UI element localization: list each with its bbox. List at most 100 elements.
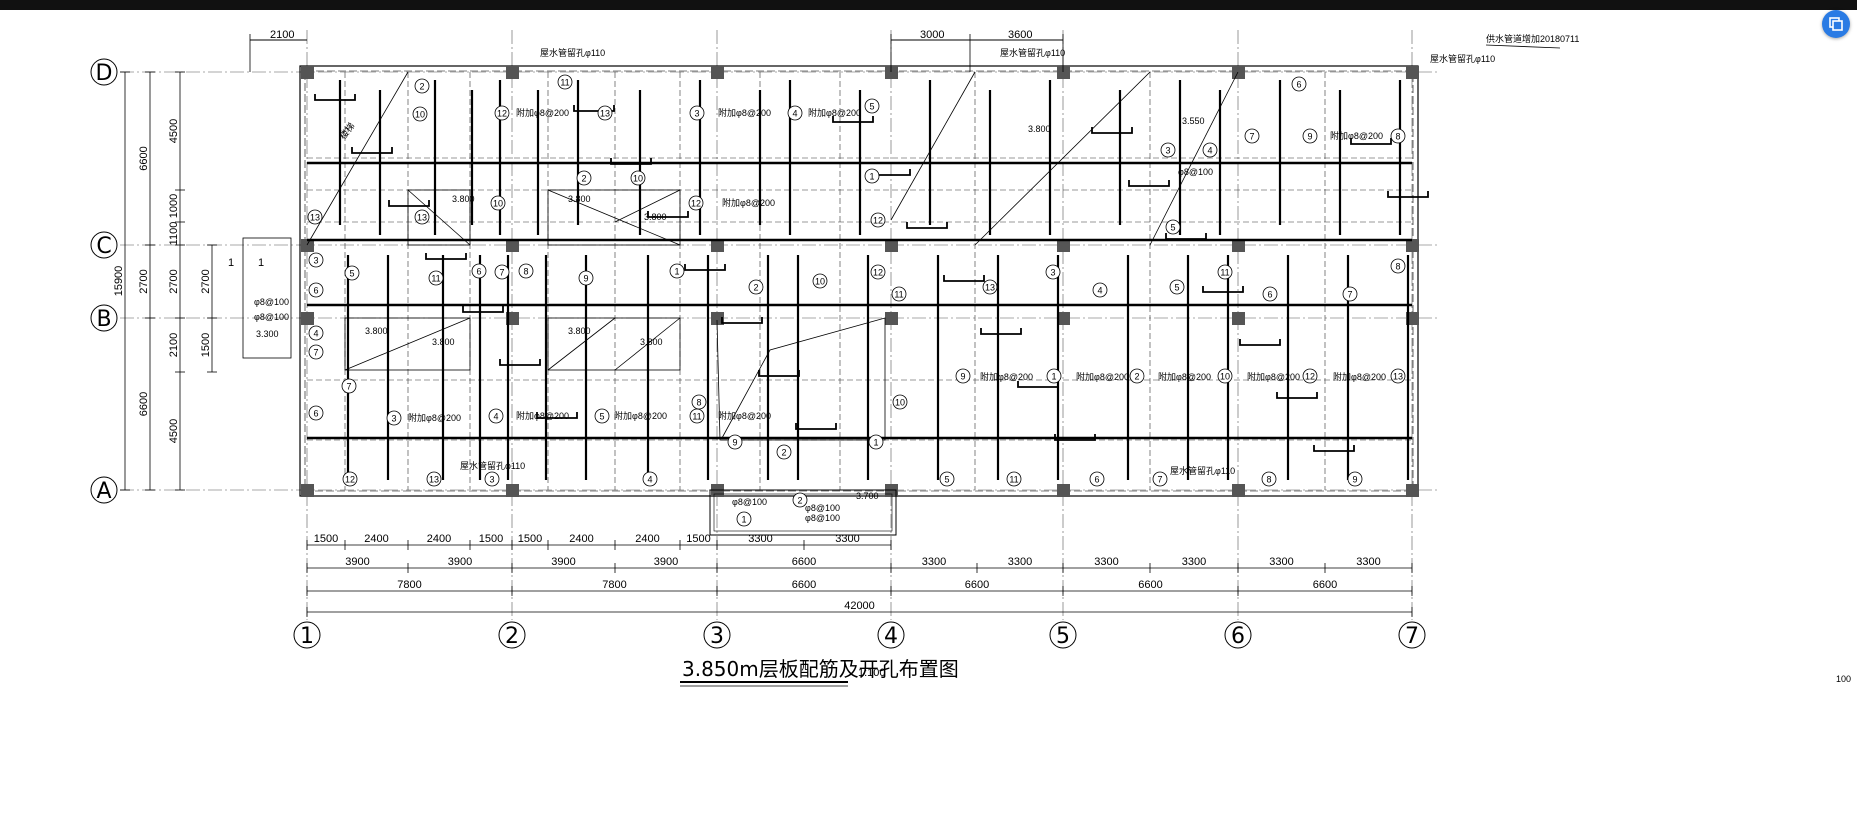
pipe-note-1: 屋水管留孔φ110: [540, 47, 605, 58]
bar-mark-circle: [428, 270, 444, 286]
rebar-hook: [1239, 339, 1281, 346]
dim-left-inner-label: 1100: [168, 222, 180, 246]
dim-left-stair-label: 1500: [200, 333, 212, 357]
bar-mark-circle: [490, 195, 506, 211]
reinforcement-label: 附加φ8@200: [1333, 371, 1386, 382]
pipe-note-4: 屋水管留孔φ110: [460, 460, 525, 471]
bar-mark-circle: [308, 252, 324, 268]
bar-mark-number: 10: [815, 277, 825, 287]
opening-rect: [407, 189, 471, 246]
rebar-hook: [943, 275, 985, 282]
bar-mark-circle: [1390, 128, 1406, 144]
dim-left-inner-label: 2100: [168, 333, 180, 357]
rebar-hook: [314, 94, 356, 101]
top-dim-2: 3000: [920, 29, 944, 41]
bar-mark-number: 3: [694, 109, 699, 119]
dim-left-inner-label: 2700: [168, 269, 180, 293]
dim-row-total-label: 42000: [844, 600, 875, 612]
row-bubble-label: C: [96, 234, 111, 259]
bar-mark-number: 12: [345, 475, 355, 485]
column: [1232, 484, 1245, 497]
dim-row-2-label: 3300: [1094, 556, 1118, 568]
bar-mark-number: 11: [1009, 475, 1018, 485]
row-bubble-label: B: [96, 307, 111, 332]
revision-note: 供水管道增加20180711: [1486, 33, 1579, 44]
bar-mark-circle: [597, 105, 613, 121]
bar-mark-number: 4: [647, 475, 652, 485]
bar-mark-number: 1: [741, 515, 746, 525]
section-mark: 1: [228, 257, 234, 269]
opening-diagonal: [547, 189, 681, 246]
elev-mark: 3.550: [1182, 116, 1205, 126]
bar-mark-number: 1: [1051, 372, 1056, 382]
bar-mark-circle: [955, 368, 971, 384]
bar-mark-number: 2: [581, 174, 586, 184]
column: [1057, 66, 1070, 79]
elev-mark: 3.800: [365, 326, 388, 336]
dim-row-3-label: 7800: [602, 579, 626, 591]
column-bubble-label: 3: [710, 624, 724, 649]
rebar-hook: [1054, 434, 1096, 441]
bar-mark-number: 7: [1347, 290, 1352, 300]
bar-mark-number: 13: [600, 109, 610, 119]
dim-row-1-label: 1500: [686, 533, 710, 545]
rebar-hook: [832, 116, 874, 123]
bar-mark-circle: [471, 263, 487, 279]
bar-mark-number: 1: [869, 172, 874, 182]
dim-row-2-label: 3300: [1356, 556, 1380, 568]
bar-mark-number: 9: [732, 438, 737, 448]
rebar-hook: [499, 359, 541, 366]
elev-mark: 3.800: [568, 194, 591, 204]
bar-mark-number: 8: [1395, 132, 1400, 142]
bar-mark-number: 6: [313, 409, 318, 419]
opening-diagonal: [974, 71, 1151, 246]
column: [711, 239, 724, 252]
bar-mark-circle: [488, 408, 504, 424]
elev-mark: 3.800: [640, 337, 663, 347]
bar-mark-circle: [341, 378, 357, 394]
row-bubble: [90, 304, 118, 332]
rebar-hook: [1165, 233, 1207, 240]
reinforcement-label: 附加φ8@200: [1158, 371, 1211, 382]
bar-mark-number: 9: [1307, 132, 1312, 142]
elev-mark: 3.700: [856, 491, 879, 501]
bar-mark-circle: [518, 263, 534, 279]
bar-mark-number: 6: [1094, 475, 1099, 485]
elev-mark: 3.800: [568, 326, 591, 336]
bar-mark-number: 9: [583, 274, 588, 284]
bar-mark-circle: [1244, 128, 1260, 144]
bar-mark-number: 11: [692, 412, 701, 422]
bar-mark-circle: [1390, 258, 1406, 274]
bar-mark-circle: [1129, 368, 1145, 384]
reinforcement-label: 附加φ8@200: [808, 107, 861, 118]
bar-mark-circle: [342, 471, 358, 487]
bar-mark-circle: [344, 265, 360, 281]
rebar-hook: [351, 147, 393, 154]
bar-mark-circle: [1006, 471, 1022, 487]
rebar-hook: [980, 328, 1022, 335]
opening-diagonal: [1149, 71, 1239, 246]
bar-mark-circle: [748, 279, 764, 295]
dim-row-2-label: 3900: [654, 556, 678, 568]
dim-left-stair-label: 2700: [200, 269, 212, 293]
bar-mark-circle: [594, 408, 610, 424]
dim-row-1-label: 3300: [835, 533, 859, 545]
dim-left-outer-label: 2700: [138, 269, 150, 293]
bar-mark-number: 3: [1165, 146, 1170, 156]
reinforcement-label: 附加φ8@200: [718, 107, 771, 118]
dim-row-3-label: 6600: [1313, 579, 1337, 591]
bar-mark-circle: [891, 286, 907, 302]
bar-mark-number: 3: [313, 256, 318, 266]
layers-button[interactable]: [1822, 10, 1850, 38]
column: [506, 239, 519, 252]
top-dim-1: 2100: [270, 29, 294, 41]
rebar-hook: [1276, 392, 1318, 399]
dim-left-outer-label: 6600: [138, 146, 150, 170]
bar-mark-circle: [776, 444, 792, 460]
bar-mark-circle: [386, 410, 402, 426]
bar-mark-circle: [1152, 471, 1168, 487]
bar-mark-circle: [689, 105, 705, 121]
opening-diagonal: [306, 71, 409, 246]
